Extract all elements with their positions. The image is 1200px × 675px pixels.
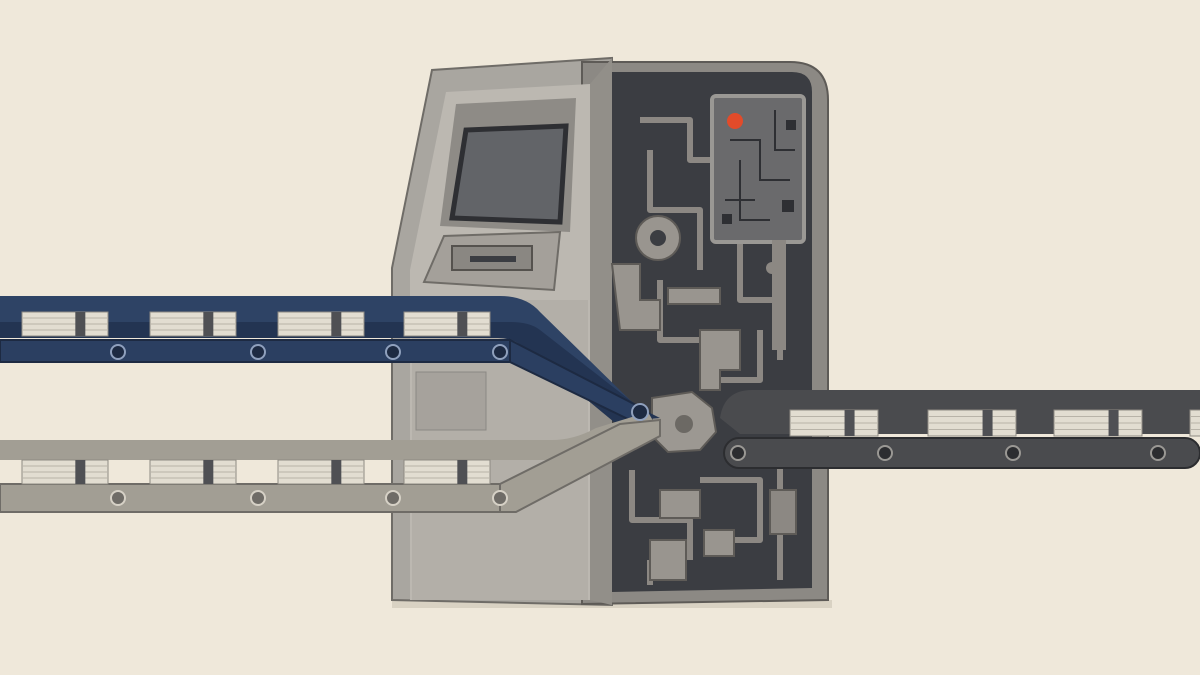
cash-bundle-icon [277,459,365,485]
cash-bundle-icon [1053,409,1143,437]
circuit-trace [774,110,795,151]
roller [1150,445,1166,461]
cash-bundles [21,311,1200,485]
roller [110,490,126,506]
circuit-trace [730,139,790,181]
column [772,240,786,350]
atm-interior [610,72,812,592]
circuit-chip [786,120,796,130]
circuit-board [710,94,806,244]
piston [667,287,721,305]
roller [385,344,401,360]
block [659,489,701,519]
atm-vent [415,371,487,431]
cash-bundle-icon [403,459,491,485]
cash-bundle-icon [1189,409,1200,437]
roller [492,490,508,506]
lever-arm [610,263,661,331]
cash-bundle-icon [21,459,109,485]
pipe [700,477,763,543]
roller [250,344,266,360]
cash-bundle-icon [277,311,365,337]
block [649,539,687,581]
cash-bundle-icon [789,409,879,437]
conveyor-belt-base [723,437,1200,469]
atm-card-slot [470,256,516,262]
circuit-trace [739,160,770,221]
gear-icon [675,415,693,433]
roller [631,403,649,421]
roller [492,344,508,360]
bracket [699,329,741,391]
roller [877,445,893,461]
circuit-chip [782,200,794,212]
roller [1005,445,1021,461]
roller [385,490,401,506]
cash-bundle-icon [403,311,491,337]
pipe [629,470,693,560]
conveyor-belt-gray [0,412,661,513]
atm-side-edge [590,58,612,605]
roller [250,490,266,506]
roller [110,344,126,360]
atm-screen [449,123,569,225]
cash-bundle-icon [21,311,109,337]
circuit-chip [722,214,732,224]
cash-bundle-icon [149,459,237,485]
conveyor-belt-incline [499,418,661,513]
conveyor-rollers [110,344,1166,506]
pipe [647,150,703,270]
cash-bundle-icon [927,409,1017,437]
conveyor-belt-icon [0,412,656,460]
indicator-light [727,113,743,129]
gear-icon [766,262,778,274]
gear-hub [650,230,666,246]
block [769,489,797,535]
roller [730,445,746,461]
mechanical-parts [610,215,797,581]
cash-bundle-icon [149,311,237,337]
circuit-board-icon [710,94,806,244]
block [703,529,735,557]
